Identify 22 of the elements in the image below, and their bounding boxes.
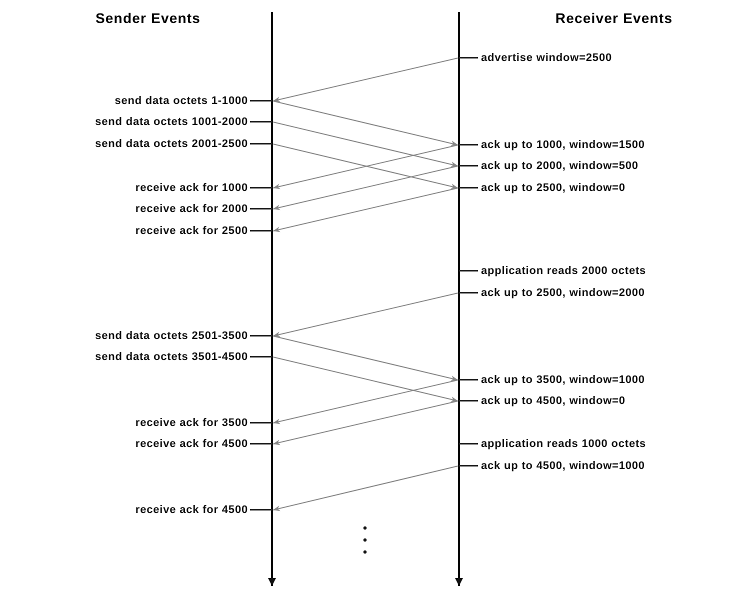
message-arrow — [272, 400, 458, 446]
column-heading: Receiver Events — [555, 10, 673, 26]
message-arrow — [272, 466, 458, 512]
message-arrow — [272, 58, 458, 102]
event-label: ack up to 3500, window=1000 — [459, 373, 645, 387]
event-label: ack up to 2500, window=2000 — [459, 286, 645, 300]
event-label: application reads 1000 octets — [459, 437, 646, 451]
message-arrow — [272, 100, 458, 146]
event-label: application reads 2000 octets — [459, 264, 646, 278]
message-arrow — [272, 380, 458, 424]
event-label: ack up to 4500, window=1000 — [459, 459, 645, 473]
event-label: ack up to 4500, window=0 — [459, 394, 626, 408]
message-arrow — [272, 122, 458, 168]
message-arrow — [272, 166, 458, 210]
event-label: ack up to 2500, window=0 — [459, 181, 626, 195]
event-label: ack up to 2000, window=500 — [459, 159, 638, 173]
column-heading: Sender Events — [95, 10, 201, 26]
message-arrow — [272, 336, 458, 382]
event-label: ack up to 1000, window=1500 — [459, 138, 645, 152]
message-arrow — [272, 188, 458, 232]
message-arrow — [272, 292, 458, 338]
message-arrow — [272, 356, 458, 402]
